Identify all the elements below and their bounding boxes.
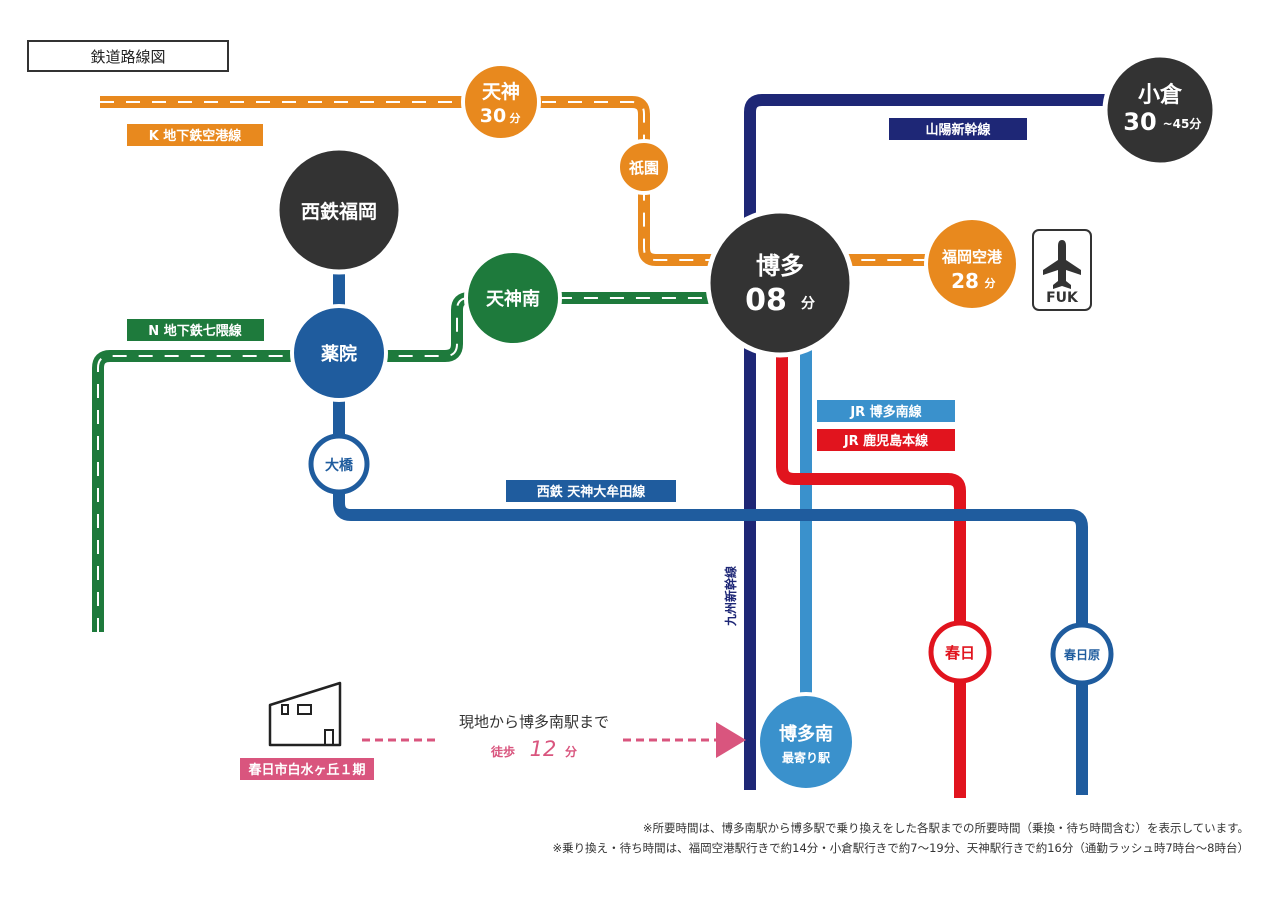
station-yakuin: 薬院 — [290, 304, 388, 402]
station-kasugabaru: 春日原 — [1050, 622, 1114, 686]
svg-text:FUK: FUK — [1046, 290, 1079, 306]
nishitetsu-line — [333, 250, 1088, 795]
walk-route-arrow-icon — [716, 722, 746, 758]
svg-text:分: 分 — [801, 296, 815, 312]
route-text: 現地から博多南駅まで — [459, 713, 609, 731]
hakataminami-line-label: JR 博多南線 — [849, 404, 922, 420]
sanyo-line-label: 山陽新幹線 — [925, 122, 991, 138]
nanakuma-line — [92, 292, 720, 632]
svg-text:薬院: 薬院 — [321, 343, 357, 365]
kagoshima-line-label: JR 鹿児島本線 — [843, 433, 929, 449]
site-label: 春日市白水ヶ丘１期 — [247, 762, 365, 778]
station-ohashi: 大橋 — [308, 433, 370, 495]
sanyo-line-label-bg — [889, 118, 1027, 140]
svg-text:西鉄福岡: 西鉄福岡 — [301, 200, 377, 223]
station-tenjin: 天神 30 分 — [461, 62, 541, 142]
svg-text:博多南: 博多南 — [779, 723, 833, 745]
svg-text:28: 28 — [951, 269, 979, 293]
svg-text:大橋: 大橋 — [325, 457, 354, 474]
station-kasuga: 春日 — [928, 620, 992, 684]
svg-text:小倉: 小倉 — [1138, 82, 1183, 108]
kyushu-line-label: 九州新幹線 — [723, 566, 738, 627]
page-title: 鉄道路線図 — [27, 40, 229, 72]
nanakuma-line-label: N 地下鉄七隈線 — [148, 323, 242, 339]
svg-text:08: 08 — [745, 283, 787, 318]
station-fukuoka-airport: 福岡空港 28 分 — [924, 216, 1020, 312]
footnote-2: ※乗り換え・待ち時間は、福岡空港駅行きで約14分・小倉駅行きで約7～19分、天神… — [552, 841, 1249, 855]
station-tenjin-minami: 天神南 — [464, 249, 562, 347]
walk-label: 徒歩 — [490, 744, 515, 759]
walk-time: 12 — [530, 737, 557, 761]
svg-text:分: 分 — [985, 276, 996, 290]
svg-text:天神: 天神 — [482, 80, 520, 103]
svg-text:博多: 博多 — [756, 252, 804, 280]
airport-line-label: K 地下鉄空港線 — [149, 128, 243, 144]
airport-line-label-bg — [127, 124, 263, 146]
svg-text:春日: 春日 — [945, 644, 975, 662]
svg-text:祇園: 祇園 — [628, 159, 659, 177]
svg-text:30: 30 — [480, 105, 506, 127]
site-house-icon — [268, 681, 342, 747]
station-kokura: 小倉 30 ~45分 — [1102, 52, 1218, 168]
svg-text:春日原: 春日原 — [1063, 647, 1100, 662]
footnote-1: ※所要時間は、博多南駅から博多駅で乗り換えをした各駅までの所要時間（乗換・待ち時… — [642, 821, 1249, 835]
airplane-icon — [1043, 240, 1081, 289]
svg-text:天神南: 天神南 — [486, 288, 540, 310]
shinkansen-line — [744, 94, 1150, 790]
kagoshima-line-label-bg — [817, 429, 955, 451]
kagoshima-line — [776, 300, 966, 798]
svg-text:30: 30 — [1123, 108, 1156, 136]
walk-unit: 分 — [565, 744, 577, 759]
nishitetsu-line-label-bg — [506, 480, 676, 502]
svg-text:分: 分 — [510, 111, 521, 125]
station-gion: 祇園 — [616, 139, 672, 195]
station-nishitetsu-fukuoka: 西鉄福岡 — [274, 145, 404, 275]
site-label-bg — [240, 758, 374, 780]
station-hakata: 博多 08 分 — [705, 208, 855, 358]
nishitetsu-line-label: 西鉄 天神大牟田線 — [537, 484, 647, 500]
svg-text:福岡空港: 福岡空港 — [941, 248, 1003, 266]
station-hakataminami: 博多南 最寄り駅 — [756, 692, 856, 792]
svg-text:~45分: ~45分 — [1163, 116, 1202, 131]
nanakuma-line-label-bg — [127, 319, 264, 341]
hakataminami-line-label-bg — [817, 400, 955, 422]
svg-text:最寄り駅: 最寄り駅 — [782, 750, 831, 765]
airport-badge: FUK — [1032, 229, 1092, 311]
